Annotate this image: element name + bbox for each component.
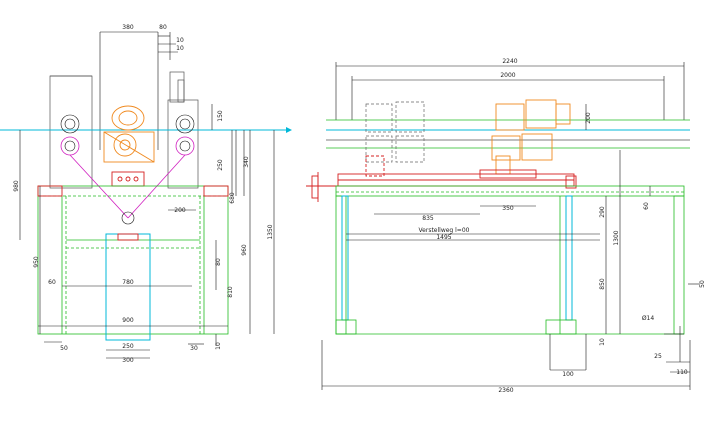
front-pivot [121,211,135,225]
dim-front-950: 950 [33,256,40,268]
front-motor-box [169,71,185,103]
dim-front-980: 980 [13,180,20,192]
dim-front-340: 340 [243,156,250,168]
dim-side-50: 50 [699,280,706,288]
side-motor-ghost-top [365,103,393,133]
dim-side-850: 850 [599,278,606,290]
front-flow-arrow [286,127,292,133]
dim-side-110: 110 [676,369,688,376]
dim-front-380: 380 [122,24,134,31]
dim-front-780: 780 [122,279,134,286]
front-drive-gear [113,133,137,157]
front-pad-left [37,185,63,197]
dim-side-835: 835 [422,215,434,222]
front-drive-motor [111,105,145,131]
dim-side-25: 25 [654,353,662,360]
front-right-housing [167,99,199,189]
dim-front-960: 960 [241,244,248,256]
dim-side-2360: 2360 [498,387,513,394]
dim-front-900: 900 [122,317,134,324]
front-frame [37,185,229,335]
dim-side-travel: Verstellweg l=00 [419,227,470,234]
dim-front-200: 200 [174,207,186,214]
front-left-cabinet [49,75,93,189]
dim-side-2240: 2240 [502,58,517,65]
dim-front-300: 300 [122,357,134,364]
dim-front-680: 680 [229,192,236,204]
dim-front-250: 250 [217,159,224,171]
front-pad-right [203,185,229,197]
dim-side-2000: 2000 [500,72,515,79]
dim-side-1300: 1300 [613,230,620,245]
dim-front-10b: 10 [176,45,184,52]
front-roll-upper-right [175,114,195,134]
dim-front-10r: 10 [215,342,222,350]
dim-front-80r: 80 [215,258,222,266]
dim-front-150: 150 [217,110,224,122]
front-roll-lower-right [175,136,195,156]
front-column [105,233,151,341]
dim-side-60: 60 [643,202,650,210]
side-motor-top [495,103,525,131]
dim-side-200: 200 [585,112,592,124]
dim-front-810: 810 [227,286,234,298]
front-roll-lower-left [60,136,80,156]
dim-front-30: 30 [190,345,198,352]
dim-side-1495: 1495 [436,234,451,241]
front-cross-slide [111,171,145,187]
dim-side-dia14: Ø14 [642,315,655,322]
dim-front-1350: 1350 [267,224,274,239]
side-frame-top [335,185,685,197]
dim-side-10: 10 [599,338,606,346]
dim-front-250b: 250 [122,343,134,350]
dim-front-10a: 10 [176,37,184,44]
dim-side-100: 100 [562,371,574,378]
dim-side-290: 290 [599,206,606,218]
side-view: 2240 2000 200 835 350 Verstellweg l=00 1… [306,58,706,394]
side-leg-left [335,195,347,335]
side-leg-right [673,195,685,335]
front-roll-upper-left [60,114,80,134]
side-motor-bottom [491,135,521,161]
dim-front-80: 80 [159,24,167,31]
dim-front-60: 60 [48,279,56,286]
dim-side-350: 350 [502,205,514,212]
side-handwheel [311,175,319,199]
front-view: 380 80 10 10 150 250 340 680 960 1350 81… [0,24,292,364]
dim-front-50: 50 [60,345,68,352]
